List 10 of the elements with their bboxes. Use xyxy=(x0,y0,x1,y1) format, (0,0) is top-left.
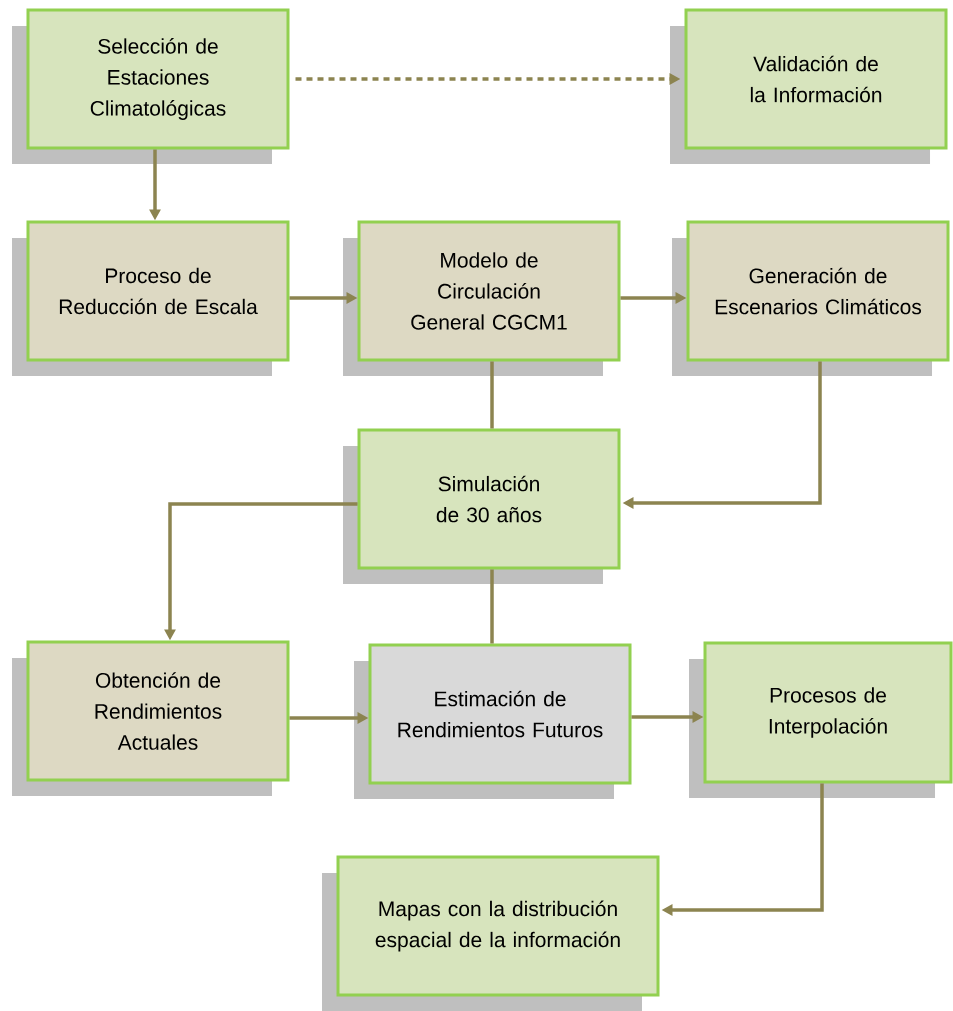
process-box: Selección de Estaciones Climatológicas xyxy=(12,8,290,164)
process-box: Generación de Escenarios Climáticos xyxy=(672,220,950,376)
process-box: Modelo de Circulación General CGCM1 xyxy=(343,220,621,376)
process-box: Validación de la Información xyxy=(670,8,948,164)
process-box: Proceso de Reducción de Escala xyxy=(12,220,290,376)
process-box: Procesos de Interpolación xyxy=(689,641,953,798)
process-box: Simulación de 30 años xyxy=(343,428,621,584)
process-box: Obtención de Rendimientos Actuales xyxy=(12,640,290,796)
process-box: Mapas con la distribución espacial de la información xyxy=(322,855,660,1011)
process-box: Estimación de Rendimientos Futuros xyxy=(354,643,632,799)
